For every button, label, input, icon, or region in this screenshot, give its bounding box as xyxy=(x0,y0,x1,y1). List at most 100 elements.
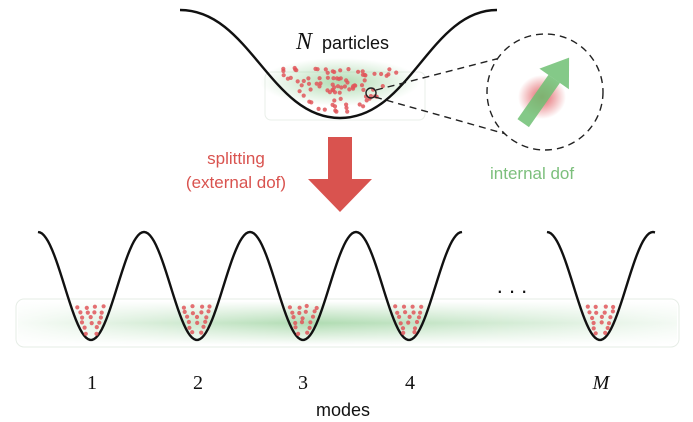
mode-label-2: 2 xyxy=(193,372,203,394)
particle xyxy=(97,320,102,325)
particle xyxy=(297,310,302,316)
particle xyxy=(92,304,97,309)
top-well-green-cloud xyxy=(260,58,420,106)
particle xyxy=(187,325,192,330)
particle xyxy=(351,86,356,91)
zoom-inset xyxy=(374,33,604,151)
particle xyxy=(314,81,319,86)
particle xyxy=(414,319,420,325)
splitting-label: splitting xyxy=(207,149,265,168)
particle xyxy=(316,106,321,111)
particle xyxy=(325,88,330,93)
particle xyxy=(360,69,365,74)
particle xyxy=(80,315,85,320)
particle xyxy=(416,315,422,320)
zoom-line-bottom xyxy=(374,96,507,135)
particle xyxy=(347,87,352,92)
particle xyxy=(398,321,403,326)
particle xyxy=(325,70,330,75)
mode-label-m: M xyxy=(592,372,611,394)
particle xyxy=(606,321,612,326)
particle xyxy=(587,310,592,315)
particle xyxy=(295,79,300,84)
particle xyxy=(307,99,312,104)
particle xyxy=(361,87,366,92)
particle xyxy=(337,90,342,95)
splitting-arrow xyxy=(308,137,372,212)
particle xyxy=(300,316,305,321)
particle xyxy=(608,315,613,320)
mode-labels: 1 2 3 4 M xyxy=(87,372,611,394)
internal-dof-label: internal dof xyxy=(490,164,574,183)
internal-dof-arrow xyxy=(517,57,570,128)
particle xyxy=(395,310,400,315)
particle xyxy=(344,78,349,83)
particle xyxy=(287,305,292,310)
particle xyxy=(330,69,335,74)
particle xyxy=(591,320,596,326)
particle xyxy=(334,109,339,114)
particle xyxy=(585,304,590,309)
particle xyxy=(206,309,211,314)
particle xyxy=(611,304,616,310)
particle xyxy=(85,310,90,315)
mode-label-3: 3 xyxy=(298,372,308,394)
particle xyxy=(344,102,349,107)
particle xyxy=(94,331,99,336)
particle xyxy=(323,67,328,72)
particle xyxy=(305,330,310,335)
particle xyxy=(357,102,362,107)
particle xyxy=(84,305,89,310)
particle xyxy=(410,304,415,309)
particle xyxy=(200,304,205,309)
particle xyxy=(345,109,350,114)
particle xyxy=(400,326,406,331)
n-symbol: N xyxy=(295,29,314,55)
particle xyxy=(599,314,605,319)
particle xyxy=(312,309,317,314)
particle xyxy=(190,330,195,335)
particle xyxy=(296,331,301,336)
particle xyxy=(186,319,191,325)
particle xyxy=(199,310,204,315)
particle xyxy=(303,309,308,314)
particle xyxy=(75,305,80,310)
particle xyxy=(599,320,604,325)
particle xyxy=(291,315,296,320)
bottom-well-m-curve xyxy=(546,230,656,342)
particle xyxy=(92,310,97,315)
particle xyxy=(94,325,99,330)
particles-label: particles xyxy=(322,33,389,53)
particle xyxy=(181,305,186,310)
particle xyxy=(603,330,608,335)
particle xyxy=(610,309,616,314)
particle xyxy=(301,78,306,84)
particle xyxy=(397,314,402,319)
particle xyxy=(292,65,297,71)
particle xyxy=(593,304,598,309)
particle xyxy=(363,73,368,78)
particle xyxy=(297,305,302,310)
particle xyxy=(362,78,367,83)
particle xyxy=(297,89,302,94)
particle xyxy=(88,315,93,320)
particle xyxy=(332,90,338,95)
particle xyxy=(594,310,599,315)
particle xyxy=(602,310,607,315)
particle xyxy=(591,326,596,331)
split-potential-wells xyxy=(37,230,656,342)
top-well-curve xyxy=(179,8,498,120)
particle xyxy=(83,331,88,336)
ellipsis: . . . xyxy=(497,273,528,298)
particle xyxy=(339,85,344,90)
particle xyxy=(310,314,316,319)
particle xyxy=(590,315,595,321)
particle xyxy=(306,76,311,81)
particle xyxy=(336,76,341,82)
particle xyxy=(356,69,361,74)
particle xyxy=(401,330,406,335)
well-particles-1 xyxy=(75,304,106,336)
particle xyxy=(207,304,212,309)
particle xyxy=(344,105,349,110)
